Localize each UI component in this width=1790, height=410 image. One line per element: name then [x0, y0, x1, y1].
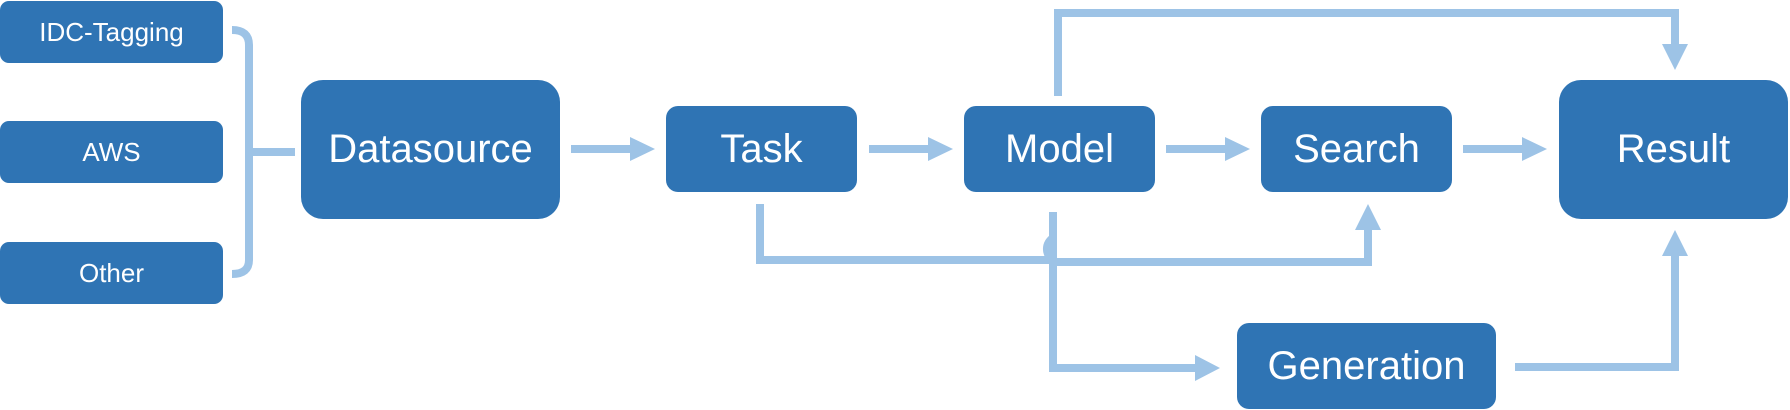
node-result: Result: [1559, 80, 1788, 219]
sources-bracket: [231, 26, 253, 278]
arrowhead-result-bottom: [1662, 230, 1688, 256]
source-label: AWS: [82, 136, 141, 167]
route-generation-result: [1515, 256, 1679, 371]
route-task-search: [756, 204, 1372, 266]
arrowhead-result: [1522, 137, 1547, 161]
node-label: Result: [1616, 127, 1731, 171]
arrowhead-task: [630, 137, 655, 161]
node-label: Search: [1293, 126, 1420, 171]
arrowhead-search-bottom: [1355, 204, 1381, 230]
node-label: Datasource: [328, 127, 533, 171]
node-label: Task: [720, 126, 803, 171]
source-other: Other: [0, 242, 223, 304]
node-task: Task: [666, 106, 857, 192]
node-label: Model: [1005, 126, 1114, 171]
node-generation: Generation: [1237, 323, 1496, 409]
node-model: Model: [964, 106, 1155, 192]
source-label: Other: [78, 257, 145, 288]
source-idc-tagging: IDC-Tagging: [0, 1, 223, 63]
node-search: Search: [1261, 106, 1452, 192]
arrowhead-generation: [1195, 355, 1220, 381]
arrowhead-result-top: [1662, 44, 1688, 70]
node-label: Generation: [1267, 343, 1466, 388]
node-datasource: Datasource: [301, 80, 560, 219]
arrowhead-model: [928, 137, 953, 161]
route-model-result: [1054, 9, 1679, 96]
source-label: IDC-Tagging: [39, 16, 184, 47]
source-aws: AWS: [0, 121, 223, 183]
route-model-generation: [1049, 212, 1195, 372]
arrowhead-search: [1225, 137, 1250, 161]
